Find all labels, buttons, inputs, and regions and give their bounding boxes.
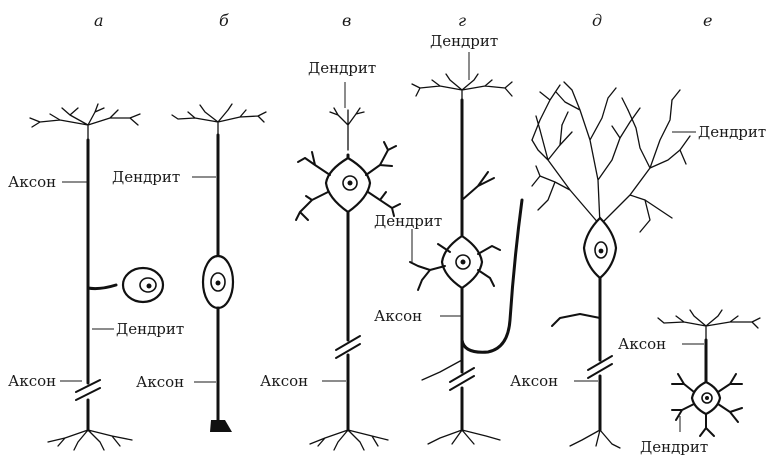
label-axon-d: Аксон: [510, 372, 558, 390]
label-dendrite-g-top: Дендрит: [430, 32, 498, 50]
label-axon-a-top: Аксон: [8, 173, 56, 191]
label-dendrite-d: Дендрит: [698, 123, 766, 141]
neuron-b: [172, 104, 266, 432]
label-dendrite-a: Дендрит: [116, 320, 184, 338]
neuron-v: [296, 108, 400, 450]
label-dendrite-b: Дендрит: [112, 168, 180, 186]
label-axon-b: Аксон: [136, 373, 184, 391]
panel-letter-g: г: [458, 11, 466, 30]
panel-letter-d: д: [592, 11, 602, 30]
neuron-d: [532, 82, 690, 448]
label-dendrite-g-side: Дендрит: [374, 212, 442, 230]
label-dendrite-v: Дендрит: [308, 59, 376, 77]
panel-letter-e: е: [703, 11, 712, 30]
neuron-e: [658, 310, 760, 436]
label-axon-g: Аксон: [374, 307, 422, 325]
label-axon-v: Аксон: [260, 372, 308, 390]
panel-letter-b: б: [219, 11, 229, 30]
neuron-g: [410, 74, 522, 444]
panel-letter-v: в: [342, 11, 351, 30]
label-axon-e: Аксон: [618, 335, 666, 353]
neuron-a: [30, 104, 163, 450]
panel-letter-a: а: [94, 11, 104, 30]
label-dendrite-e: Дендрит: [640, 438, 708, 456]
label-axon-a-bottom: Аксон: [8, 372, 56, 390]
